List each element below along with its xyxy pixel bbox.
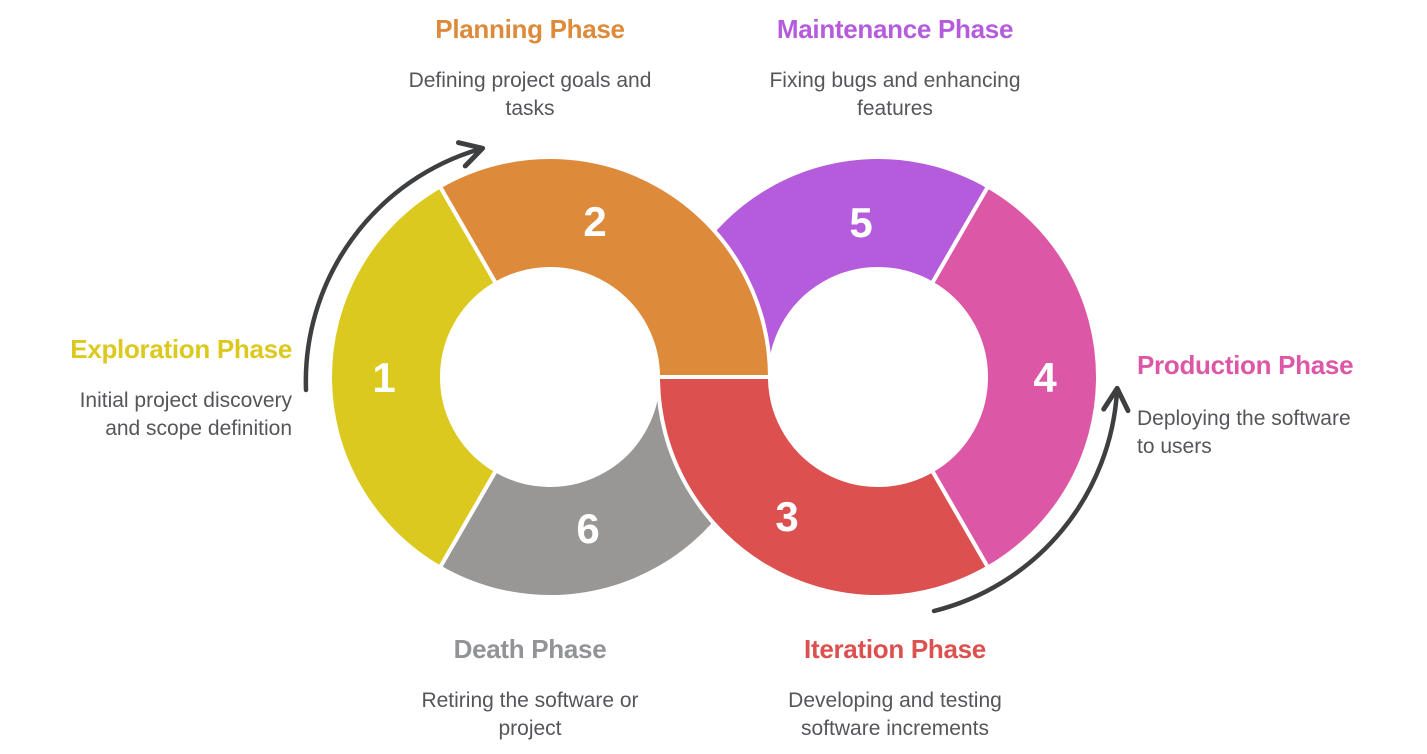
phase-description: Initial project discovery and scope defi… bbox=[79, 389, 292, 441]
phase-label-exploration: Exploration Phase Initial project discov… bbox=[42, 334, 292, 443]
phase-title: Death Phase bbox=[453, 634, 607, 664]
phase-label-death: Death Phase Retiring the software or pro… bbox=[400, 634, 660, 743]
segment-number-2: 2 bbox=[583, 198, 606, 245]
segment-iteration-3 bbox=[656, 375, 990, 599]
phase-title: Maintenance Phase bbox=[776, 14, 1014, 44]
phase-label-iteration: Iteration Phase Developing and testing s… bbox=[770, 634, 1020, 743]
phase-label-planning: Planning Phase Defining project goals an… bbox=[390, 14, 670, 123]
phase-description: Defining project goals and tasks bbox=[408, 69, 652, 121]
arrow-iteration-to-production bbox=[931, 385, 1131, 614]
segment-exploration-1 bbox=[327, 184, 498, 570]
phase-label-production: Production Phase Deploying the software … bbox=[1137, 350, 1357, 461]
phase-description: Developing and testing software incremen… bbox=[788, 689, 1002, 741]
phase-description: Retiring the software or project bbox=[421, 689, 639, 741]
phase-title: Iteration Phase bbox=[804, 634, 986, 664]
segment-number-5: 5 bbox=[849, 199, 872, 246]
phase-description: Fixing bugs and enhancing features bbox=[769, 69, 1021, 121]
arrow-exploration-to-planning bbox=[303, 140, 486, 393]
segment-number-1: 1 bbox=[372, 354, 395, 401]
phase-title: Planning Phase bbox=[435, 14, 625, 44]
segment-planning-2 bbox=[438, 155, 772, 379]
segment-production-4 bbox=[930, 184, 1101, 570]
phase-title: Production Phase bbox=[1137, 350, 1354, 380]
segment-number-6: 6 bbox=[576, 505, 599, 552]
phase-description: Deploying the software to users bbox=[1137, 407, 1351, 459]
segment-number-3: 3 bbox=[775, 493, 798, 540]
segment-number-4: 4 bbox=[1033, 354, 1057, 401]
phase-label-maintenance: Maintenance Phase Fixing bugs and enhanc… bbox=[755, 14, 1035, 123]
phase-title: Exploration Phase bbox=[70, 334, 292, 364]
